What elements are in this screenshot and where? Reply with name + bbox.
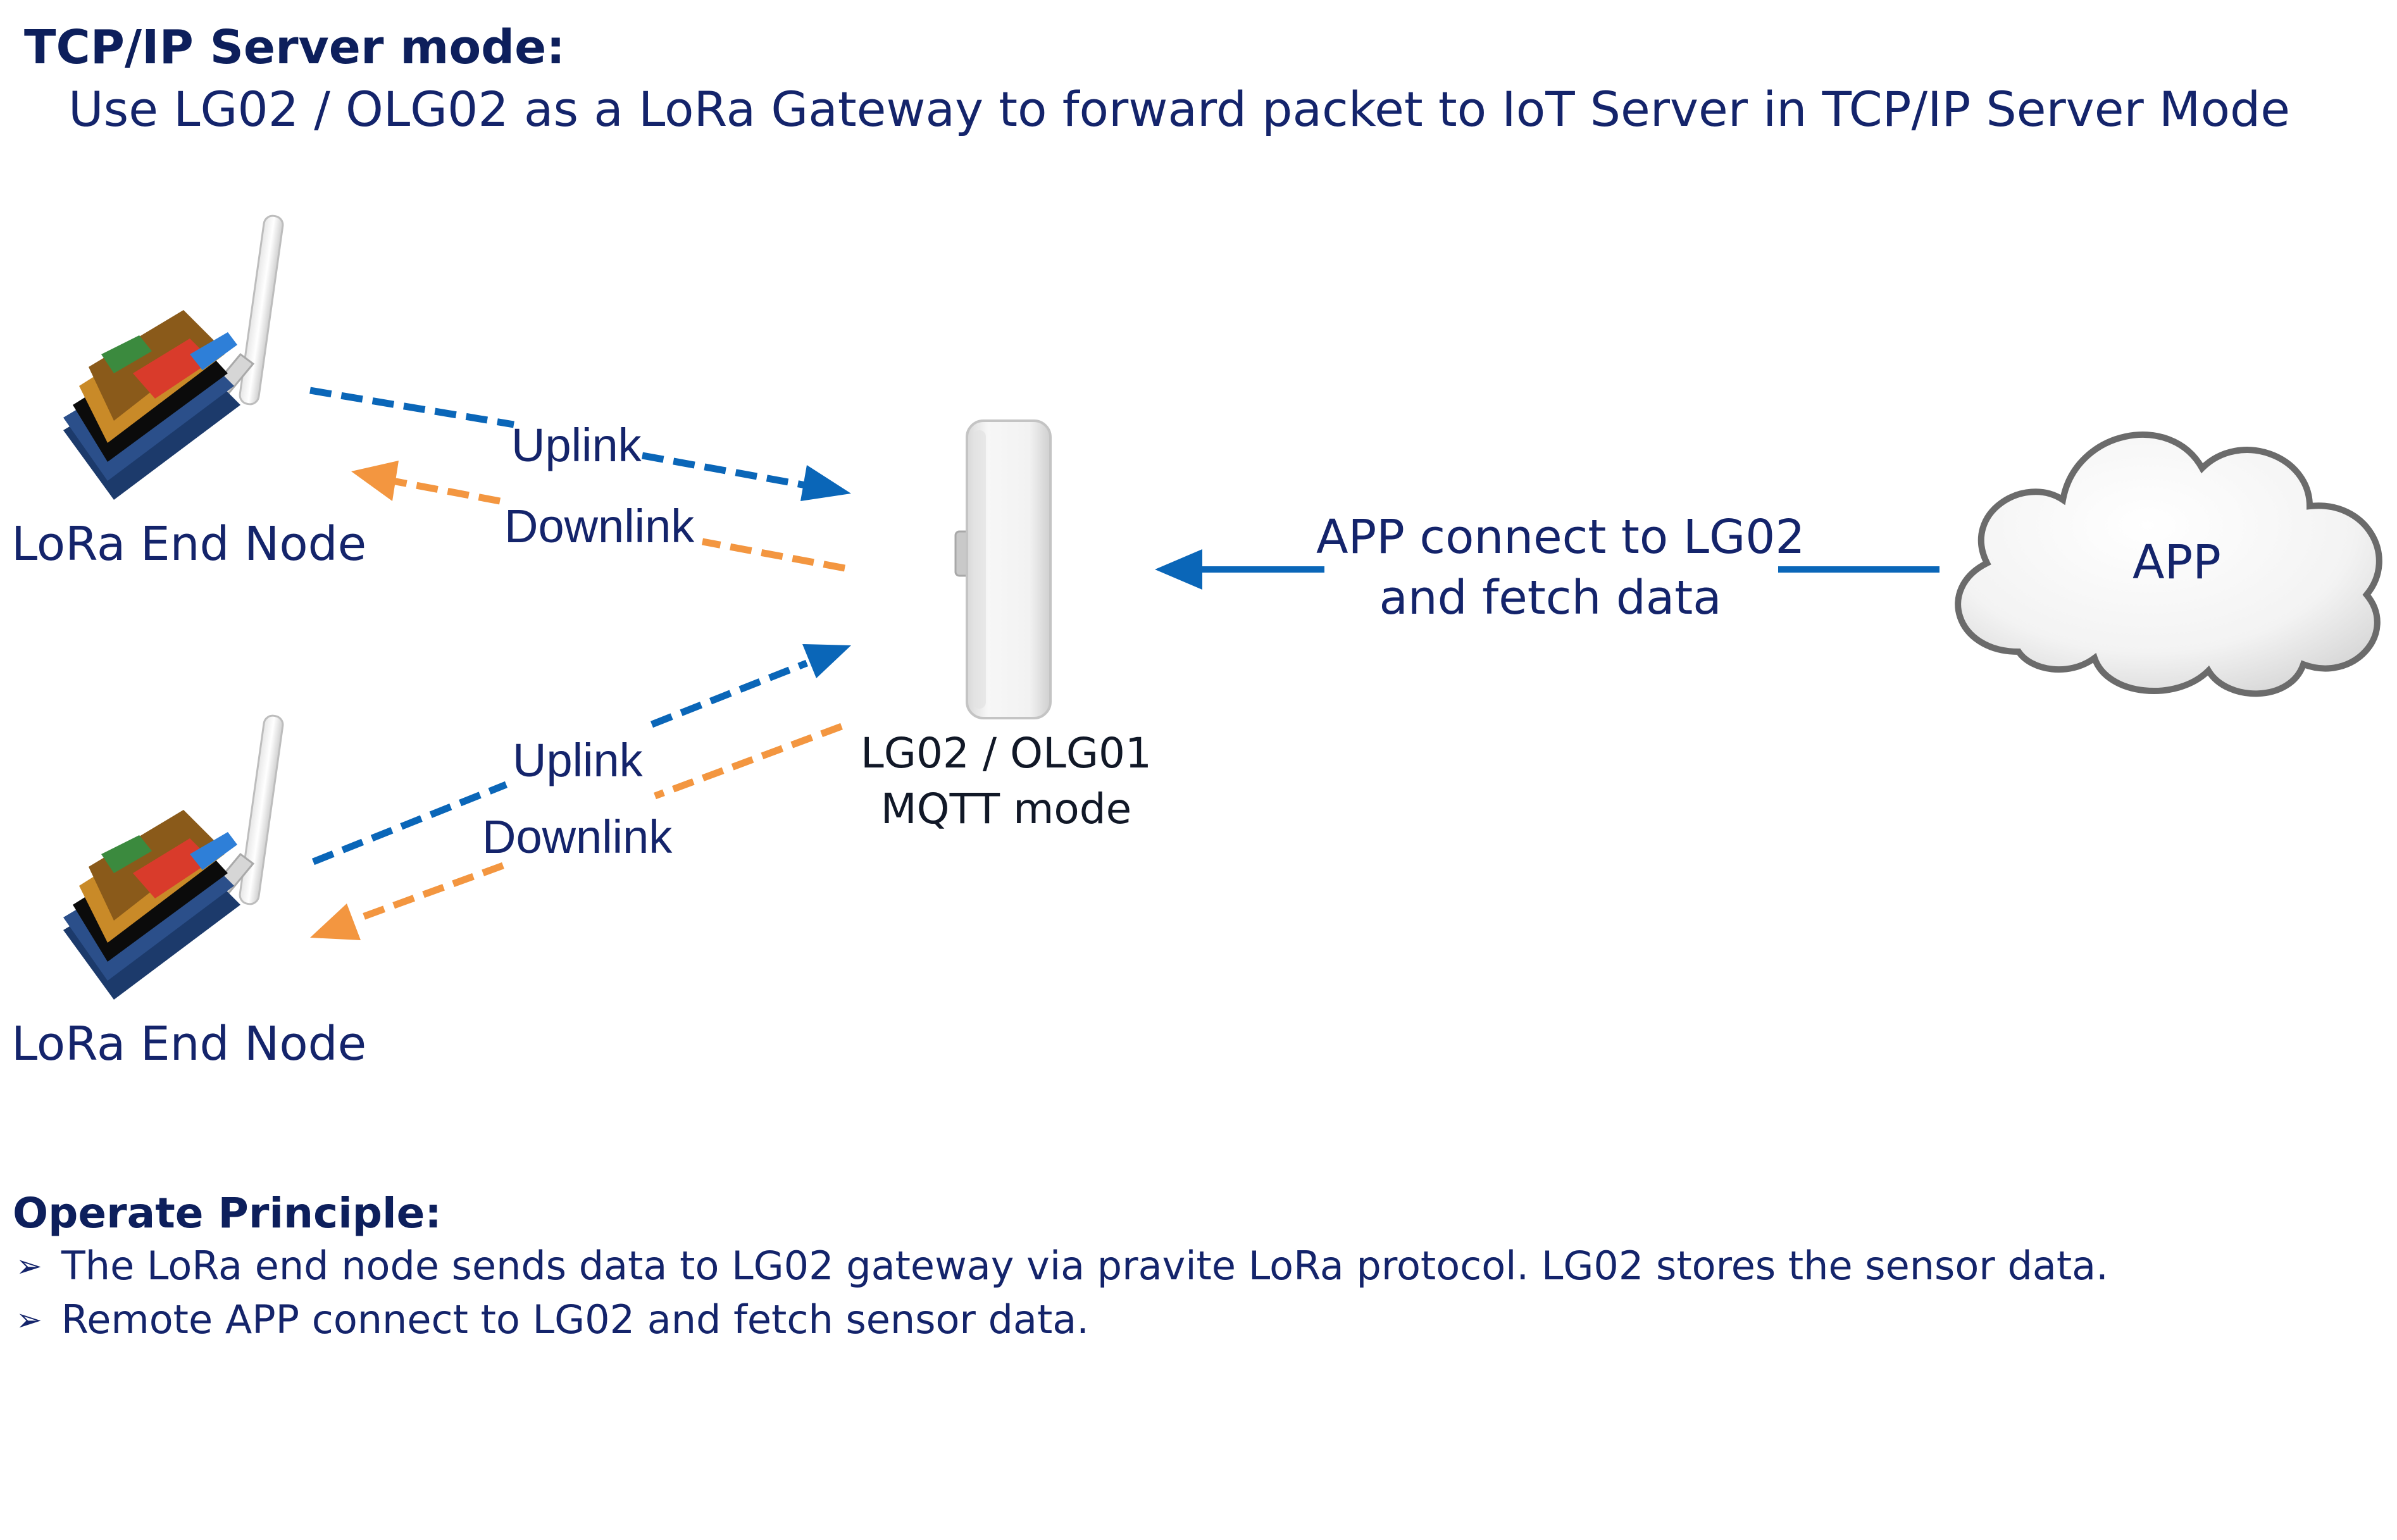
principle-bullet: ➢ The LoRa end node sends data to LG02 ga… xyxy=(16,1246,2108,1286)
uplink-label: Uplink xyxy=(511,419,642,471)
gateway-label-line1: LG02 / OLG01 xyxy=(861,729,1152,778)
lora-node-device-icon xyxy=(63,214,284,500)
top-uplink-arrow xyxy=(309,387,851,501)
page-subtitle: Use LG02 / OLG02 as a LoRa Gateway to fo… xyxy=(68,81,2290,137)
app-connection-label: APP connect to LG02 and fetch data xyxy=(1316,510,1805,625)
lora-node-device-icon xyxy=(63,714,284,1000)
uplink-label: Uplink xyxy=(513,734,643,786)
app-connection-arrow xyxy=(1155,549,1939,590)
downlink-label: Downlink xyxy=(482,810,673,863)
app-cloud-label: APP xyxy=(2132,535,2221,590)
bullet-chevron-icon: ➢ xyxy=(16,1301,42,1338)
node-label: LoRa End Node xyxy=(11,1017,367,1071)
bottom-downlink-arrow xyxy=(310,723,843,940)
node-label: LoRa End Node xyxy=(11,517,367,571)
bottom-uplink-arrow xyxy=(311,644,851,866)
principle-bullet-text: Remote APP connect to LG02 and fetch sen… xyxy=(61,1296,1089,1343)
app-connection-label-line2: and fetch data xyxy=(1379,571,1722,625)
gateway-device-icon xyxy=(954,419,1052,719)
app-connection-label-line1: APP connect to LG02 xyxy=(1316,510,1805,564)
gateway-label: LG02 / OLG01 MQTT mode xyxy=(842,733,1171,830)
principle-bullet-text: The LoRa end node sends data to LG02 gat… xyxy=(61,1243,2108,1289)
principle-title: Operate Principle: xyxy=(13,1189,442,1238)
gateway-label-line2: MQTT mode xyxy=(880,785,1132,833)
downlink-label: Downlink xyxy=(504,500,695,552)
bullet-chevron-icon: ➢ xyxy=(16,1248,42,1284)
top-downlink-arrow xyxy=(351,461,846,572)
principle-bullet: ➢Remote APP connect to LG02 and fetch se… xyxy=(16,1300,1089,1339)
page-title: TCP/IP Server mode: xyxy=(24,20,565,75)
app-cloud-icon xyxy=(1955,432,2382,697)
